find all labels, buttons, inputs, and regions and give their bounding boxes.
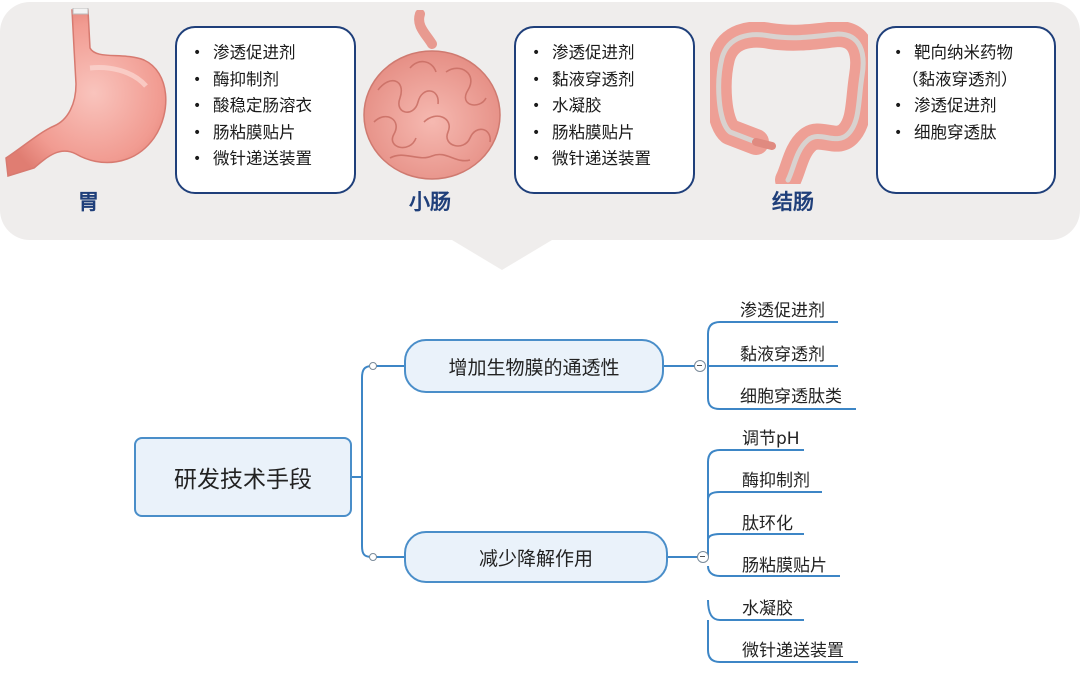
leaf-node[interactable]: 渗透促进剂 — [740, 301, 825, 321]
down-arrow-stem — [480, 234, 524, 242]
list-item: 微针递送装置 — [532, 146, 681, 173]
leaf-node[interactable]: 肠粘膜贴片 — [742, 556, 827, 576]
organ-label-colon: 结肠 — [772, 190, 814, 214]
list-item: 细胞穿透肽 — [894, 120, 1042, 147]
list-item: 微针递送装置 — [193, 146, 342, 173]
leaf-node[interactable]: 细胞穿透肽类 — [740, 387, 842, 407]
down-arrow-icon — [452, 240, 552, 270]
list-item: 酸稳定肠溶衣 — [193, 93, 342, 120]
collapse-toggle-icon[interactable] — [697, 551, 709, 563]
stomach-technique-box: 渗透促进剂 酶抑制剂 酸稳定肠溶衣 肠粘膜贴片 微针递送装置 — [175, 26, 356, 194]
leaf-node[interactable]: 调节pH — [742, 429, 800, 449]
connector-dot — [369, 553, 377, 561]
small-intestine-technique-box: 渗透促进剂 黏液穿透剂 水凝胶 肠粘膜贴片 微针递送装置 — [514, 26, 695, 194]
list-item: 靶向纳米药物 — [894, 40, 1042, 67]
list-item: 水凝胶 — [532, 93, 681, 120]
leaf-node[interactable]: 酶抑制剂 — [742, 471, 810, 491]
stomach-icon — [5, 8, 167, 177]
branch-node-increase-permeability[interactable]: 增加生物膜的通透性 — [404, 339, 664, 393]
mindmap-root-node[interactable]: 研发技术手段 — [134, 437, 352, 517]
stomach-technique-list: 渗透促进剂 酶抑制剂 酸稳定肠溶衣 肠粘膜贴片 微针递送装置 — [193, 40, 342, 173]
list-item: 渗透促进剂 — [894, 93, 1042, 120]
branch-node-reduce-degradation[interactable]: 减少降解作用 — [404, 531, 668, 583]
list-item: 肠粘膜贴片 — [532, 120, 681, 147]
colon-icon — [710, 22, 868, 184]
connector-dot — [369, 362, 377, 370]
small-intestine-icon — [363, 10, 501, 180]
collapse-toggle-icon[interactable] — [694, 360, 706, 372]
list-item: 渗透促进剂 — [193, 40, 342, 67]
list-item: 酶抑制剂 — [193, 67, 342, 94]
list-item: 肠粘膜贴片 — [193, 120, 342, 147]
organ-label-stomach: 胃 — [78, 190, 99, 214]
leaf-node[interactable]: 黏液穿透剂 — [740, 345, 825, 365]
organ-label-small-intestine: 小肠 — [409, 190, 451, 214]
small-intestine-technique-list: 渗透促进剂 黏液穿透剂 水凝胶 肠粘膜贴片 微针递送装置 — [532, 40, 681, 173]
leaf-node[interactable]: 肽环化 — [742, 514, 793, 534]
list-item list-item-no-bullet: （黏液穿透剂） — [902, 69, 1018, 89]
leaf-node[interactable]: 微针递送装置 — [742, 641, 844, 661]
colon-technique-list: 靶向纳米药物 （黏液穿透剂） 渗透促进剂 细胞穿透肽 — [894, 40, 1042, 146]
leaf-node[interactable]: 水凝胶 — [742, 599, 793, 619]
list-item: 渗透促进剂 — [532, 40, 681, 67]
list-item: 黏液穿透剂 — [532, 67, 681, 94]
colon-technique-box: 靶向纳米药物 （黏液穿透剂） 渗透促进剂 细胞穿透肽 — [876, 26, 1056, 194]
